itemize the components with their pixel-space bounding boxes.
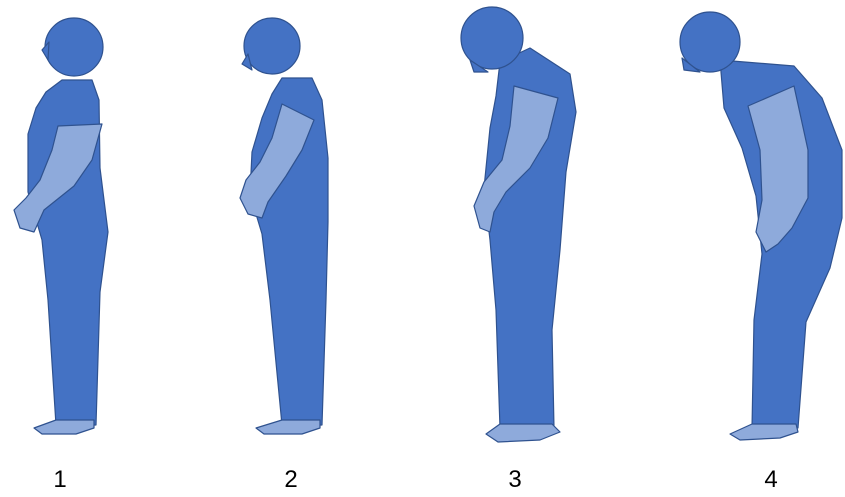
figure-2-label: 2	[271, 466, 311, 494]
figure-1-label: 1	[40, 466, 80, 494]
figure-2-head	[244, 18, 300, 74]
figure-4-label: 4	[751, 466, 791, 494]
figure-1	[14, 18, 108, 434]
figure-3-label: 3	[495, 466, 535, 494]
figure-2-foot	[256, 420, 320, 434]
figure-3-foot	[486, 424, 560, 442]
figure-4	[680, 12, 842, 440]
figure-2	[240, 18, 328, 434]
figure-3	[461, 7, 576, 442]
figure-4-foot	[730, 424, 798, 440]
figure-1-foot	[34, 420, 94, 434]
figure-1-head	[45, 18, 103, 76]
